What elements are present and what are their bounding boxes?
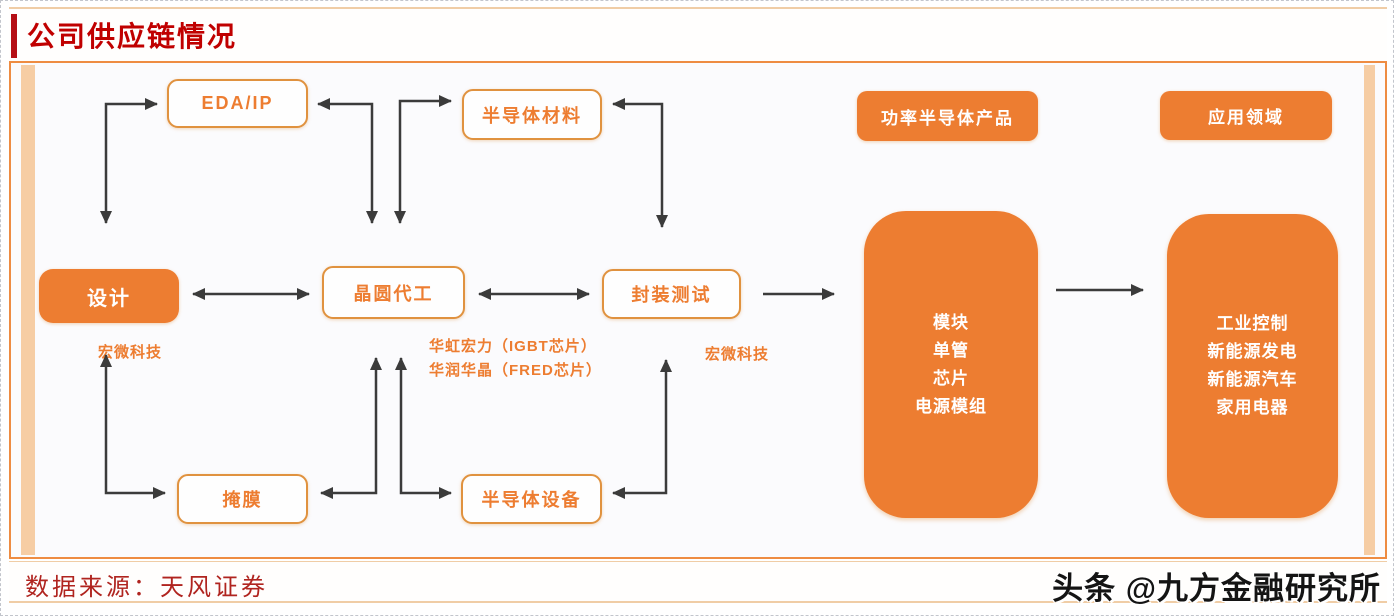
node-power-semiconductor-products: 功率半导体产品: [857, 91, 1038, 141]
product-line-3: 芯片: [933, 368, 969, 388]
title-accent-bar: [11, 14, 17, 58]
node-semiconductor-equipment-label: 半导体设备: [481, 490, 582, 510]
node-mask: 掩膜: [177, 474, 308, 524]
product-line-4: 电源模组: [915, 396, 987, 416]
watermark: 头条 @九方金融研究所: [1052, 571, 1381, 606]
node-application-areas: 工业控制 新能源发电 新能源汽车 家用电器: [1167, 214, 1338, 518]
node-semiconductor-materials: 半导体材料: [462, 89, 602, 140]
source-row: 数据来源：天风证券 头条 @九方金融研究所: [9, 561, 1387, 606]
node-wafer-foundry: 晶圆代工: [322, 266, 465, 319]
application-line-3: 新能源汽车: [1207, 370, 1298, 389]
node-wafer-foundry-label: 晶圆代工: [353, 283, 434, 304]
node-application-field: 应用领域: [1160, 91, 1332, 140]
annotation-packaging-supplier: 宏微科技: [705, 346, 770, 363]
annotation-foundry-supplier-2: 华润华晶（FRED芯片）: [429, 362, 602, 379]
node-semiconductor-materials-label: 半导体材料: [482, 105, 582, 126]
node-eda-ip: EDA/IP: [167, 79, 308, 128]
node-packaging-testing: 封装测试: [602, 269, 741, 319]
application-line-2: 新能源发电: [1207, 342, 1298, 361]
node-design-label: 设计: [87, 287, 131, 310]
node-eda-ip-label: EDA/IP: [201, 93, 274, 113]
title-bar: 公司供应链情况: [9, 7, 1387, 61]
left-accent-strip: [21, 65, 35, 555]
application-line-4: 家用电器: [1216, 398, 1289, 417]
node-packaging-testing-label: 封装测试: [631, 285, 712, 305]
node-mask-label: 掩膜: [222, 490, 263, 510]
annotation-foundry-supplier-1: 华虹宏力（IGBT芯片）: [429, 338, 597, 355]
right-accent-strip: [1364, 65, 1375, 555]
data-source: 数据来源：天风证券: [25, 574, 268, 601]
node-semiconductor-equipment: 半导体设备: [461, 474, 602, 524]
node-application-field-label: 应用领域: [1208, 108, 1284, 127]
product-line-2: 单管: [933, 340, 969, 360]
node-product-forms: 模块 单管 芯片 电源模组: [864, 211, 1038, 518]
node-power-semiconductor-products-label: 功率半导体产品: [881, 108, 1014, 128]
application-line-1: 工业控制: [1216, 314, 1289, 333]
node-design: 设计: [39, 269, 179, 323]
product-line-1: 模块: [933, 312, 969, 332]
annotation-foundry-suppliers: 华虹宏力（IGBT芯片） 华润华晶（FRED芯片）: [429, 335, 602, 383]
page-title: 公司供应链情况: [27, 21, 238, 52]
annotation-design-supplier: 宏微科技: [98, 344, 163, 361]
